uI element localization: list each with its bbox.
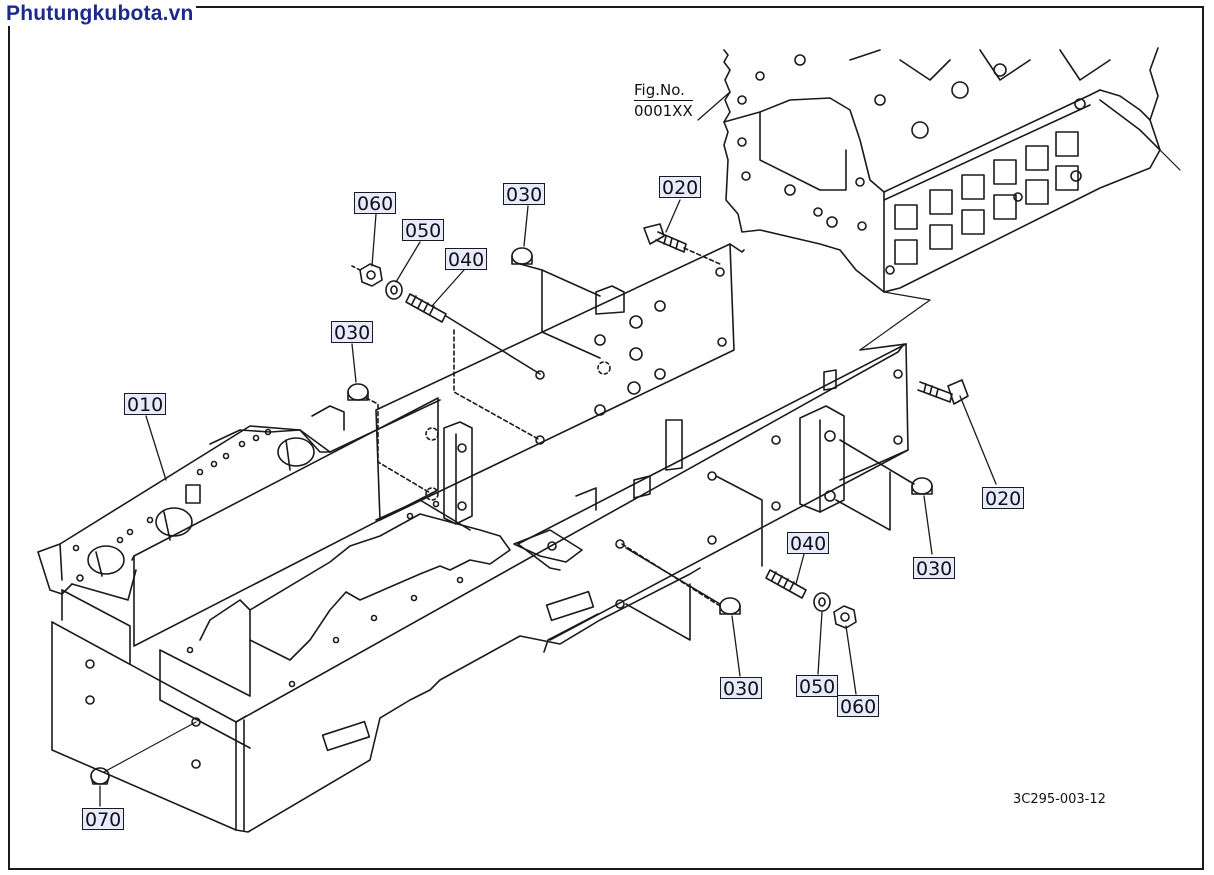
callout-060-bottom[interactable]: 060 (837, 695, 880, 718)
figure-reference: Fig.No. 0001XX (634, 80, 693, 121)
callout-040-bottom[interactable]: 040 (787, 532, 830, 555)
callout-leaders (99, 199, 997, 807)
frame-right-rail (517, 343, 909, 653)
upper-mount-plate (375, 243, 745, 521)
callout-020-right[interactable]: 020 (982, 487, 1025, 510)
site-watermark: Phutungkubota.vn (4, 2, 196, 26)
callout-050-bottom[interactable]: 050 (796, 675, 839, 698)
nut-060-top (351, 263, 383, 287)
collar-030-right (835, 439, 933, 531)
spacer-block-right (799, 405, 845, 513)
stud-040-bottom (715, 475, 807, 599)
callout-030-left[interactable]: 030 (331, 321, 374, 344)
callout-030-right[interactable]: 030 (913, 557, 956, 580)
callout-020-top[interactable]: 020 (659, 176, 702, 199)
callout-050-top[interactable]: 050 (402, 219, 445, 242)
washer-050-bottom (813, 592, 831, 612)
engine-block-outline (723, 47, 1181, 293)
collar-030-left (347, 383, 433, 495)
tab-plates (513, 369, 837, 563)
figure-reference-number[interactable]: 0001XX (634, 100, 693, 120)
lower-center-bracket (61, 499, 511, 749)
rail-holes (85, 369, 903, 769)
callout-040-top[interactable]: 040 (445, 248, 488, 271)
callout-060-top[interactable]: 060 (354, 192, 397, 215)
collar-030-top (511, 247, 601, 359)
callout-030-top[interactable]: 030 (503, 183, 546, 206)
callout-030-bottom[interactable]: 030 (720, 677, 763, 700)
frame-left-rail (51, 343, 905, 833)
washer-050-top (385, 280, 403, 300)
engine-dash-ref (859, 291, 931, 351)
inner-plate-left (131, 397, 439, 647)
drawing-number: 3C295-003-12 (1013, 792, 1106, 807)
callout-010[interactable]: 010 (124, 393, 167, 416)
plug-070 (90, 721, 197, 785)
nut-060-bottom (833, 605, 857, 629)
collar-030-bottom (621, 543, 741, 641)
bolt-020-top (643, 223, 721, 265)
spacer-block-left (443, 421, 473, 525)
figure-reference-label: Fig.No. (634, 81, 685, 99)
callout-070[interactable]: 070 (82, 808, 125, 831)
front-bracket-010 (37, 399, 441, 601)
stud-040-top (405, 293, 541, 441)
figref-leader (697, 91, 731, 121)
bolt-020-right (917, 379, 969, 405)
